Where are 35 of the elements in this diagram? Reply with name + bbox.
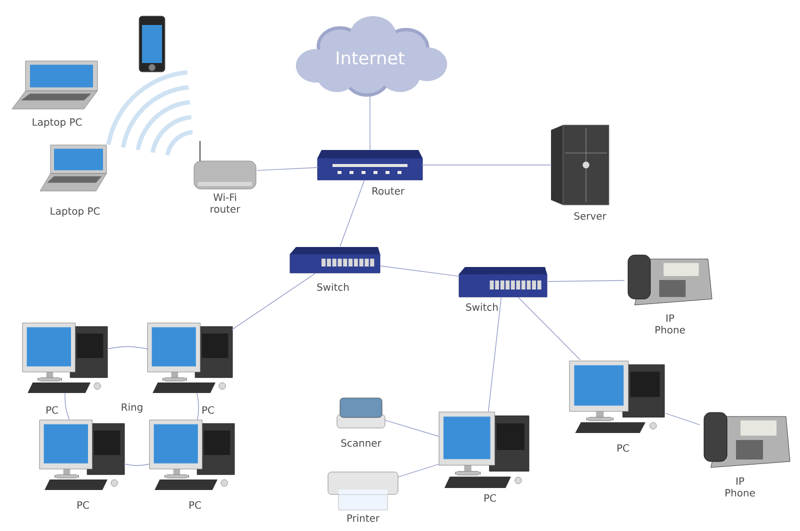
network-cable (106, 346, 148, 350)
device-label: Printer (347, 514, 380, 522)
device-label: Scanner (341, 439, 382, 447)
network-cable (546, 280, 625, 282)
network-cable (665, 412, 700, 426)
network-cable (380, 266, 460, 277)
ring-label: Ring (122, 403, 142, 413)
network-cable (384, 420, 440, 437)
device-label: Router (372, 187, 405, 195)
device-label: IP Phone (726, 477, 755, 497)
network-cable (196, 392, 199, 420)
device-label: PC (78, 501, 89, 509)
network-cable (256, 167, 318, 171)
network-cable (422, 164, 552, 166)
device-label: Laptop PC (50, 207, 100, 217)
device-label: PC (618, 444, 629, 452)
network-cable (124, 464, 150, 466)
device-label: PC (202, 406, 214, 414)
device-label: IP Phone (656, 314, 685, 334)
device-label: Wi-Fi router (210, 193, 240, 213)
network-cable (518, 296, 581, 360)
device-label: Server (574, 212, 606, 220)
network-cable (232, 273, 316, 330)
network-cable (398, 464, 440, 478)
device-label: Switch (317, 283, 349, 291)
smartphone-drawing (138, 16, 166, 72)
network-cable (64, 392, 70, 420)
network-cable (488, 296, 502, 412)
network-cable (340, 180, 365, 247)
device-label: PC (190, 501, 201, 509)
device-label: PC (484, 494, 496, 502)
cloud: Internet (296, 16, 447, 97)
device-label: Laptop PC (32, 118, 82, 128)
device-label: PC (46, 406, 58, 414)
device-label: Switch (466, 303, 498, 311)
